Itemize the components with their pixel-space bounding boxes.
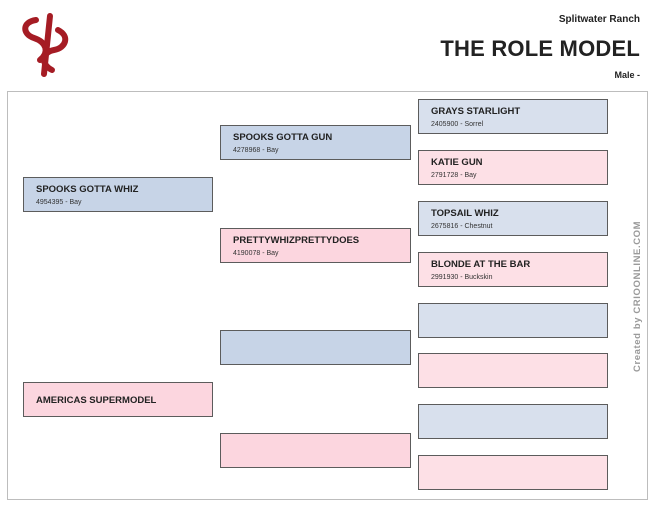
dam-box[interactable]: AMERICAS SUPERMODEL [23,382,213,417]
g3-name: KATIE GUN [431,157,483,168]
g3-box-4[interactable]: BLONDE AT THE BAR 2991930 - Buckskin [418,252,608,287]
sire-dam-info: 4190078 - Bay [233,250,279,257]
g3-name: BLONDE AT THE BAR [431,259,531,270]
g3-box-3[interactable]: TOPSAIL WHIZ 2675816 - Chestnut [418,201,608,236]
g3-info: 2405900 - Sorrel [431,121,484,128]
sex-label: Male - [614,70,640,80]
sire-dam-name: PRETTYWHIZPRETTYDOES [233,235,360,246]
g3-box-2[interactable]: KATIE GUN 2791728 - Bay [418,150,608,185]
sire-name: SPOOKS GOTTA WHIZ [36,184,139,195]
g3-name: TOPSAIL WHIZ [431,208,499,219]
g3-box-6[interactable] [418,353,608,388]
g3-box-1[interactable]: GRAYS STARLIGHT 2405900 - Sorrel [418,99,608,134]
credit-text: Created by CRIOONLINE.COM [632,220,643,372]
g3-info: 2791728 - Bay [431,172,477,179]
g3-info: 2991930 - Buckskin [431,274,493,281]
pedigree-frame [7,91,648,500]
sire-info: 4954395 - Bay [36,199,82,206]
sire-sire-name: SPOOKS GOTTA GUN [233,132,333,143]
splitwater-logo [22,13,69,77]
g3-name: GRAYS STARLIGHT [431,106,521,117]
sire-box[interactable]: SPOOKS GOTTA WHIZ 4954395 - Bay [23,177,213,212]
dam-dam-box[interactable] [220,433,411,468]
dam-name: AMERICAS SUPERMODEL [36,395,157,406]
g3-box-8[interactable] [418,455,608,490]
g3-box-5[interactable] [418,303,608,338]
ranch-name: Splitwater Ranch [558,14,640,25]
dam-sire-box[interactable] [220,330,411,365]
sire-sire-box[interactable]: SPOOKS GOTTA GUN 4278968 - Bay [220,125,411,160]
horse-name-title: THE ROLE MODEL [440,36,640,61]
g3-info: 2675816 - Chestnut [431,223,493,230]
g3-box-7[interactable] [418,404,608,439]
sire-dam-box[interactable]: PRETTYWHIZPRETTYDOES 4190078 - Bay [220,228,411,263]
sire-sire-info: 4278968 - Bay [233,147,279,154]
